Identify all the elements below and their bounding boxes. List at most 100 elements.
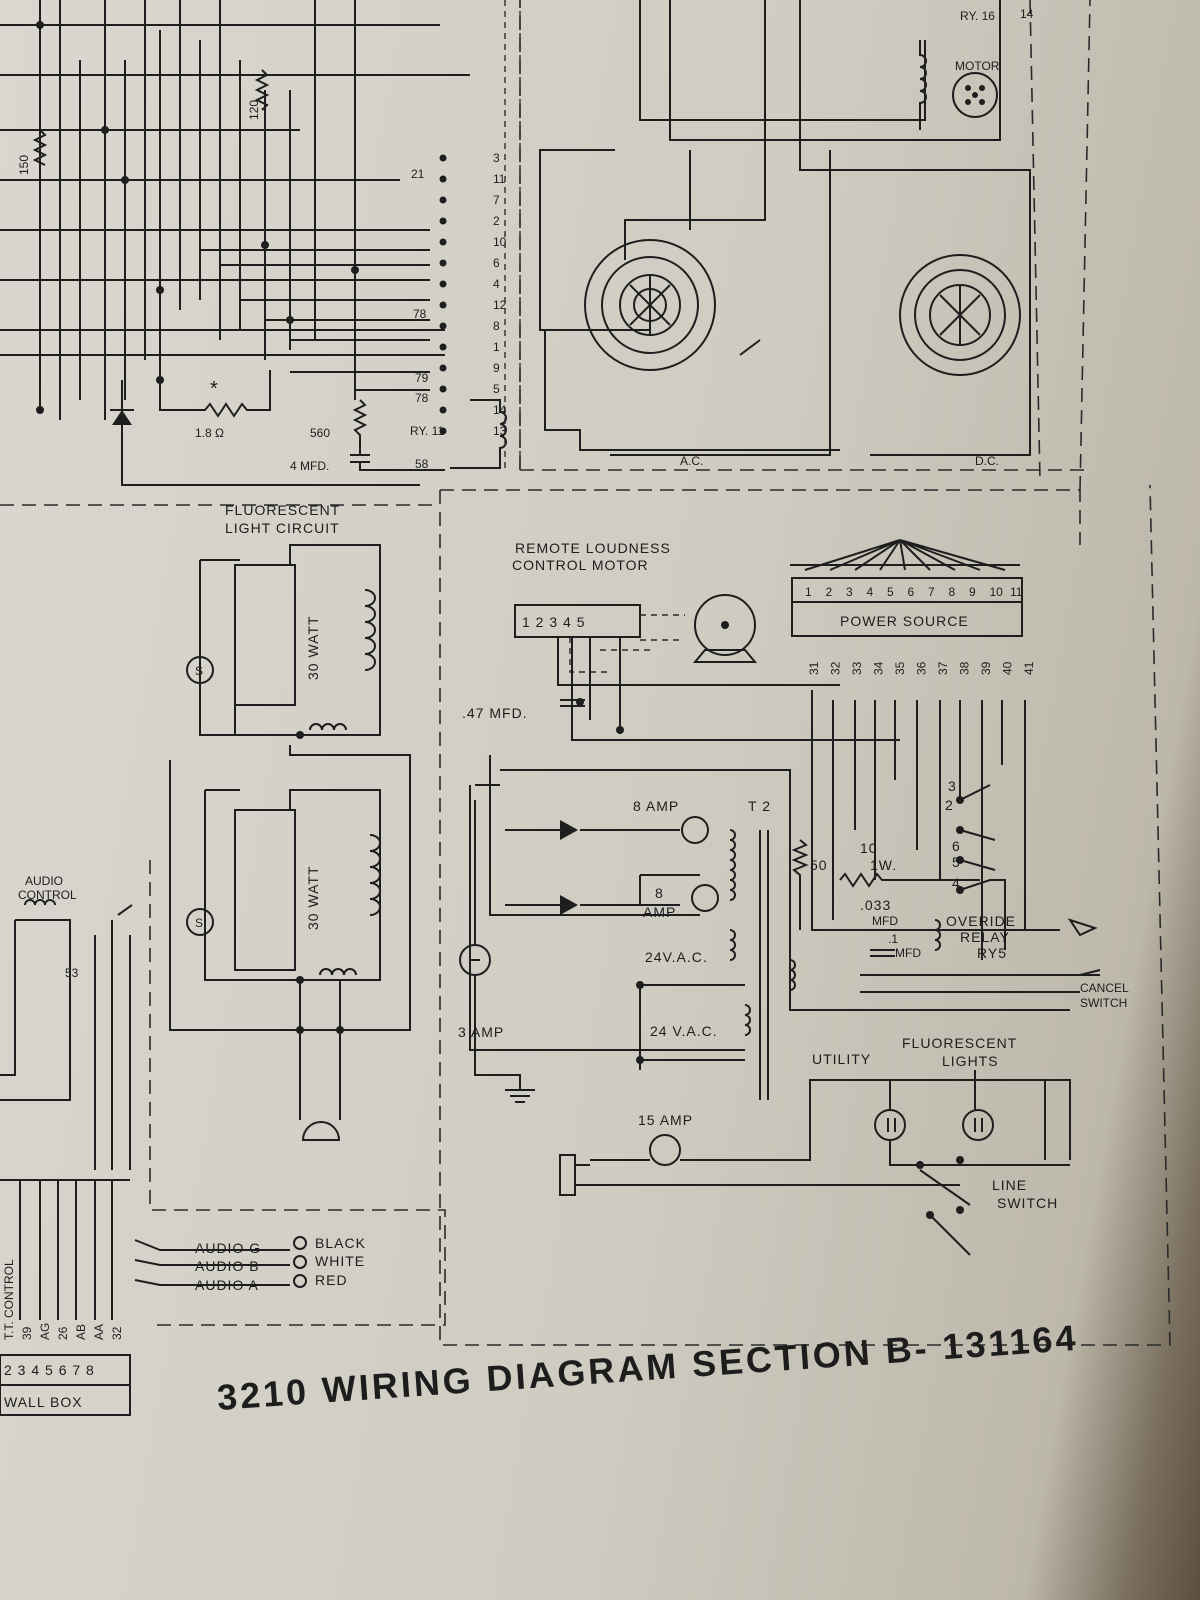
res-560-label: 560 [310,426,330,440]
terminal-right-9: 9 [493,361,500,375]
power-section: REMOTE LOUDNESS CONTROL MOTOR 1 2 3 4 5 … [458,539,1129,1256]
terminal-dot [439,406,447,414]
power-wire-38: 38 [958,661,972,675]
res-1w-label: 1W. [870,857,897,873]
cap-1-mfd-label: MFD [895,946,921,960]
relay-num-4: 4 [952,875,961,891]
ry11-label: RY. 11 [410,424,444,438]
starter-2 [186,908,214,936]
cap-1-label: .1 [888,932,898,946]
power-terminal-5: 5 [887,585,894,599]
terminal-right-1: 1 [493,340,500,354]
cancel-switch-label-1: CANCEL [1080,981,1129,995]
power-wire-37: 37 [936,661,950,675]
power-wire-32: 32 [829,661,843,675]
fluorescent-outlet [962,1109,994,1141]
remote-title-1: REMOTE LOUDNESS [515,540,671,556]
fuse-8amp-b-label-2: AMP [643,904,676,920]
motor-icon [952,72,998,118]
terminal-right-12: 12 [493,298,507,312]
res-120-label: 120 [247,100,261,120]
cap-033-label: .033 [860,897,891,913]
power-terminal-11: 11 [1010,585,1023,599]
cap-4mfd-label: 4 MFD. [290,459,329,473]
starter-1 [186,656,214,684]
relay-num-5: 5 [952,854,961,870]
power-terminal-7: 7 [928,585,935,599]
cancel-switch-label-2: SWITCH [1080,996,1127,1010]
power-wire-36: 36 [915,661,929,675]
audio-control-label-1: AUDIO [25,874,63,888]
power-wire-31: 31 [807,661,821,675]
relay-label-3: RY5 [977,945,1007,961]
audio-border [149,860,446,1326]
terminal-dot [439,343,447,351]
rectifier-2-icon [560,895,578,915]
terminal-right-10: 10 [493,235,507,249]
terminal-dot [439,427,447,435]
remote-motor-icon [694,594,756,656]
power-wire-41: 41 [1022,661,1036,675]
utility-label: UTILITY [812,1051,871,1067]
wall-wire-3: 26 [56,1326,70,1340]
watt-label-2: 30 WATT [305,865,321,930]
ac-label: A.C. [680,454,703,468]
power-terminal-8: 8 [949,585,956,599]
line-switch-label-1: LINE [992,1177,1027,1193]
fluor-title-1: FLUORESCENT [225,502,340,518]
power-plug-icon [559,1154,590,1196]
ac-rotary-switch [584,239,761,371]
term-78b: 78 [415,391,429,405]
terminal-dot [439,175,447,183]
audio-g-lead: AUDIO G [195,1240,261,1256]
terminal-right-7: 7 [493,193,500,207]
ground-symbol [474,800,535,1103]
dc-label: D.C. [975,454,999,468]
fluorescent-tube-1 [234,564,296,706]
power-border [439,484,1171,1346]
terminal-dot [439,259,447,267]
terminal-dot [439,385,447,393]
wall-wire-6: 32 [110,1326,124,1340]
power-terminal-10: 10 [990,585,1004,599]
terminal-right-4: 4 [493,277,500,291]
motor-switch-area: MOTOR RY. 16 14 A.C. D.C. [519,0,1090,481]
top-harness: 120 150 * 1.8 Ω 560 4 MFD. [0,0,470,486]
power-terminal-1: 1 [805,585,812,599]
power-wire-39: 39 [979,661,993,675]
override-relay-contacts [956,784,1006,950]
audio-b-lead: AUDIO B [195,1258,260,1274]
term-21: 21 [411,167,425,181]
res-10-label: 10 [860,840,878,856]
line-switch-label-2: SWITCH [997,1195,1058,1211]
v24-a-label: 24V.A.C. [645,949,708,965]
relay-num-6: 6 [952,838,961,854]
v24-b-label: 24 V.A.C. [650,1023,718,1039]
fluor-lights-label-2: LIGHTS [942,1053,999,1069]
relay16-label: RY. 16 [960,9,995,23]
remote-title-2: CONTROL MOTOR [512,557,649,573]
wall-numbers: 2 3 4 5 6 7 8 [4,1362,95,1378]
power-terminal-2: 2 [826,585,833,599]
terminal-dot [439,154,447,162]
t2-label: T 2 [748,798,771,814]
fluor-lights-label-1: FLUORESCENT [902,1035,1017,1051]
fuse-15amp-label: 15 AMP [638,1112,693,1128]
power-wire-35: 35 [893,661,907,675]
fluor-title-2: LIGHT CIRCUIT [225,520,340,536]
cap-033-mfd-label: MFD [872,914,898,928]
res-50-label: 50 [810,857,828,873]
terminal-dot [439,280,447,288]
dc-rotary-switch [899,254,1021,376]
wall-wire-0: T.T. CONTROL [2,1259,16,1340]
asterisk-mark: * [210,378,218,400]
wall-box-label: WALL BOX [4,1394,83,1410]
terminal-dot [439,301,447,309]
num-53-label: 53 [65,966,79,980]
relay-label-1: OVERIDE [946,913,1016,929]
terminal-dot [439,364,447,372]
power-source-label: POWER SOURCE [840,613,969,629]
term-58: 58 [415,457,429,471]
